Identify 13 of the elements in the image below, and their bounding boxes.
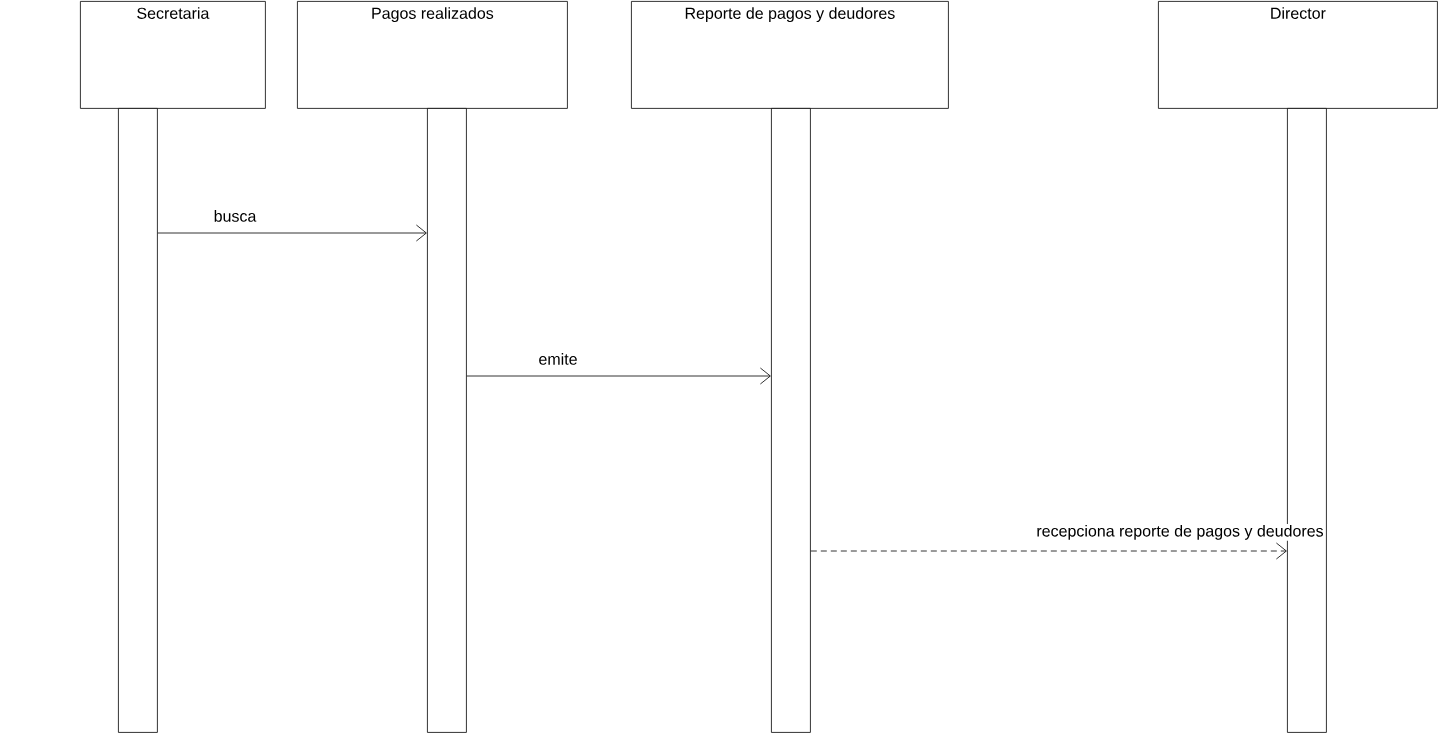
lifeline-header: Reporte de pagos y deudores xyxy=(631,1,949,109)
edge-label: emite xyxy=(537,352,579,366)
activation-bar xyxy=(771,108,811,733)
activation-bar xyxy=(118,108,158,733)
lifeline-header: Pagos realizados xyxy=(297,1,568,109)
message-arrow xyxy=(810,542,1287,560)
message-arrow xyxy=(157,224,427,242)
lifeline-header: Secretaria xyxy=(80,1,266,109)
edge-label: busca xyxy=(212,209,258,223)
edge-label: recepciona reporte de pagos y deudores xyxy=(1035,523,1325,541)
lifeline-header: Director xyxy=(1158,1,1438,109)
message-arrow xyxy=(466,367,771,385)
activation-bar xyxy=(427,108,467,733)
